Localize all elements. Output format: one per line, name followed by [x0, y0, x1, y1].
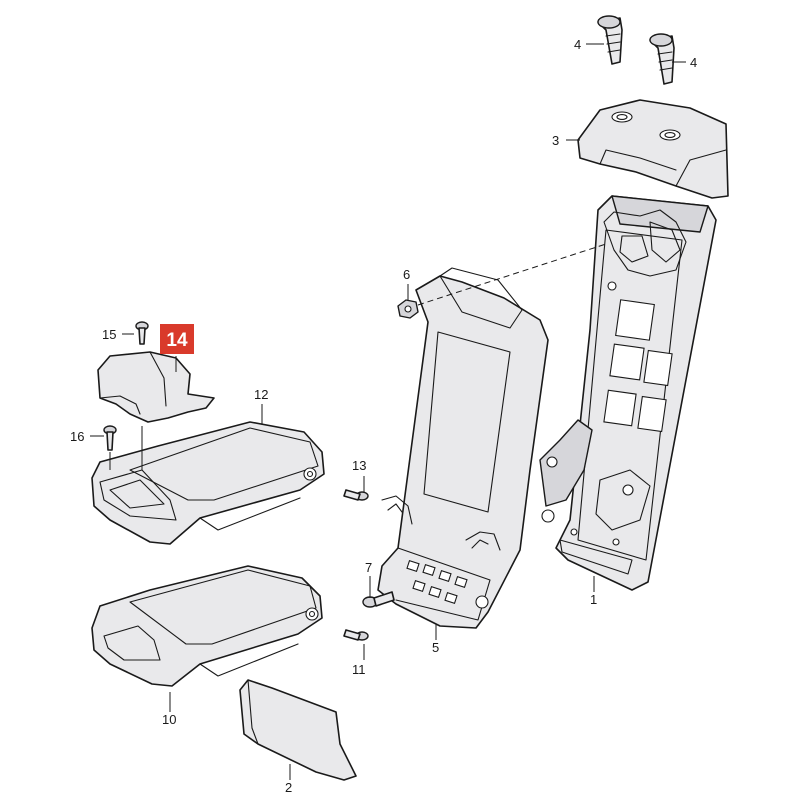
part-3-top-cover: [577, 99, 729, 199]
highlight-box: [160, 324, 194, 354]
callout-1: 1: [590, 592, 597, 607]
part-14-top-trim: [97, 351, 215, 470]
part-13-screw: [343, 489, 369, 501]
part-5-center-trim: [377, 267, 549, 629]
callout-7: 7: [365, 560, 372, 575]
part-6-nut: [397, 299, 419, 319]
callout-12: 12: [254, 387, 268, 402]
part-10-lower-armrest: [91, 565, 323, 687]
assembly-line: [417, 243, 607, 306]
highlight-label: 14: [166, 330, 188, 351]
part-4-pin-right: [649, 33, 675, 85]
part-1-backrest-frame: [539, 195, 717, 591]
callout-6: 6: [403, 267, 410, 282]
callout-2: 2: [285, 780, 292, 795]
part-2-bottom-trim: [239, 679, 357, 781]
callout-3: 3: [552, 133, 559, 148]
callout-13: 13: [352, 458, 366, 473]
callout-4-right: 4: [690, 55, 697, 70]
part-15-screw: [135, 321, 149, 345]
callout-5: 5: [432, 640, 439, 655]
part-7-screw: [362, 591, 395, 608]
part-4-pin-left: [597, 15, 623, 65]
leader-lines: [90, 43, 686, 780]
highlight-callout-14: 14: [160, 324, 194, 354]
callout-16: 16: [70, 429, 84, 444]
part-11-screw: [343, 629, 369, 641]
callout-11: 11: [352, 662, 366, 677]
part-12-upper-armrest: [91, 421, 325, 545]
callout-4-left: 4: [574, 37, 581, 52]
callout-15: 15: [102, 327, 116, 342]
part-16-screw: [103, 425, 117, 470]
callout-10: 10: [162, 712, 176, 727]
